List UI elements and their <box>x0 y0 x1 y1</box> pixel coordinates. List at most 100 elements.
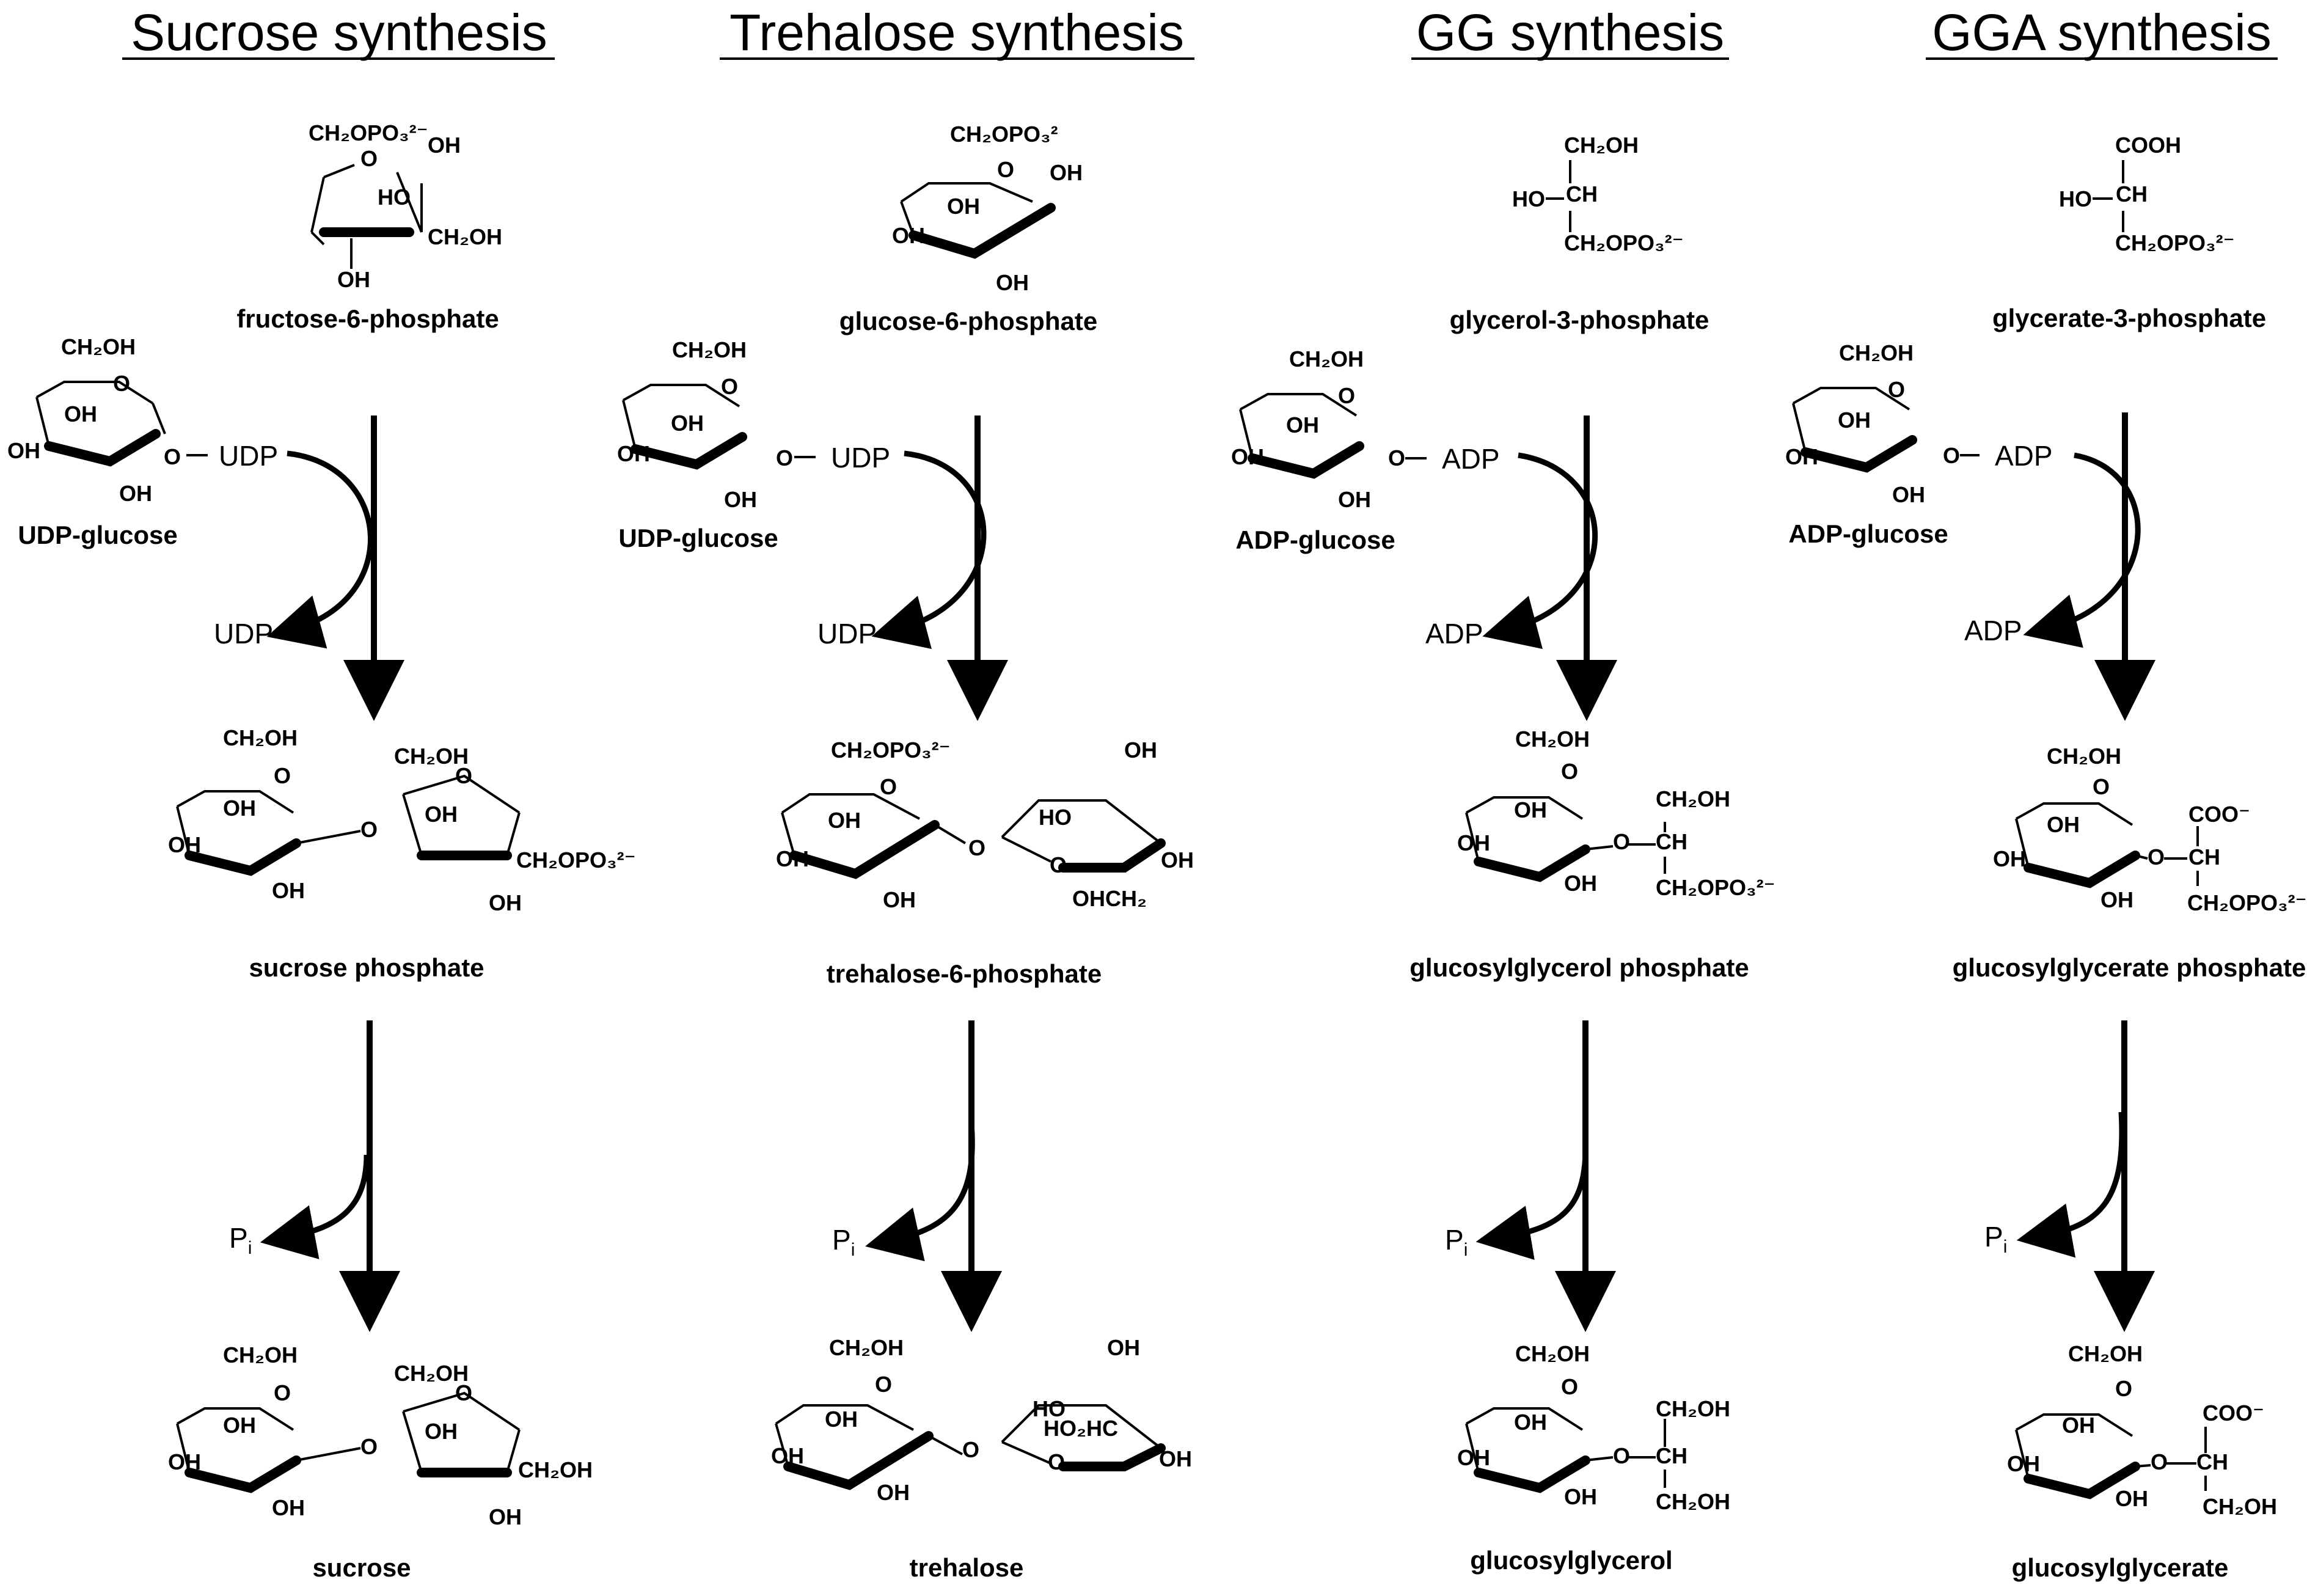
svg-text:CH₂OPO₃²⁻: CH₂OPO₃²⁻ <box>1564 230 1684 255</box>
svg-text:O: O <box>1613 1443 1630 1468</box>
svg-text:OH: OH <box>883 887 916 912</box>
intermediate-name: trehalose-6-phosphate <box>827 959 1102 988</box>
svg-text:OH: OH <box>428 133 461 158</box>
svg-text:OH: OH <box>1231 444 1264 469</box>
svg-text:OH: OH <box>2047 812 2080 837</box>
svg-text:HO: HO <box>1512 186 1545 211</box>
svg-text:OH: OH <box>724 487 757 512</box>
donor-name: UDP-glucose <box>18 521 177 549</box>
intermediate-name: glucosylglycerol phosphate <box>1409 953 1749 982</box>
svg-text:COO⁻: COO⁻ <box>2188 802 2250 827</box>
svg-text:OH: OH <box>7 438 40 463</box>
svg-text:O: O <box>875 1372 892 1397</box>
svg-text:OH: OH <box>996 270 1029 295</box>
column-gga: COOH HO CH CH₂OPO₃²⁻ glycerate-3-phospha… <box>1785 133 2307 1582</box>
svg-text:CH₂OH: CH₂OH <box>394 1361 469 1386</box>
udp-glucose-structure: CH₂OH O OH OH OH O UDP <box>7 334 278 506</box>
substrate-name: glucose-6-phosphate <box>839 307 1097 335</box>
svg-text:OH: OH <box>1785 444 1818 469</box>
product-name: glucosylglycerate <box>2012 1553 2229 1582</box>
svg-text:O: O <box>455 1380 472 1405</box>
svg-text:ADP: ADP <box>1995 440 2053 472</box>
svg-text:HO: HO <box>1039 805 1072 830</box>
svg-text:CH₂OH: CH₂OH <box>223 725 298 750</box>
release-curve-arrow <box>2016 1111 2125 1258</box>
title-gga: GGA synthesis <box>1932 4 2272 61</box>
svg-text:CH₂OPO₃²⁻: CH₂OPO₃²⁻ <box>1656 875 1775 900</box>
svg-text:OH: OH <box>1107 1335 1140 1360</box>
svg-text:O: O <box>880 774 897 799</box>
svg-text:CH₂OH: CH₂OH <box>829 1335 904 1360</box>
udp-glucose-structure: CH₂OH O OH OH OH O UDP <box>617 337 890 512</box>
svg-text:CH₂OH: CH₂OH <box>518 1457 593 1482</box>
svg-text:CH: CH <box>2196 1449 2228 1474</box>
svg-text:CH₂OH: CH₂OH <box>1289 346 1364 372</box>
svg-text:COO⁻: COO⁻ <box>2203 1400 2264 1426</box>
byproduct: ADP <box>1964 615 2022 646</box>
svg-text:OH: OH <box>272 878 305 903</box>
svg-text:CH₂OH: CH₂OH <box>428 224 502 249</box>
svg-text:OH: OH <box>489 1504 522 1529</box>
svg-text:O: O <box>1943 443 1960 468</box>
svg-text:O: O <box>1613 829 1630 854</box>
svg-text:OH: OH <box>1514 797 1547 822</box>
svg-text:OH: OH <box>168 832 201 857</box>
svg-text:OH: OH <box>119 481 152 506</box>
svg-text:OH: OH <box>1838 408 1871 433</box>
donor-curve-arrow <box>2023 452 2141 648</box>
release-curve-arrow <box>260 1154 370 1259</box>
svg-text:OH: OH <box>2115 1486 2148 1511</box>
svg-text:O: O <box>776 445 793 470</box>
svg-text:OH: OH <box>1457 830 1490 855</box>
substrate-name: fructose-6-phosphate <box>236 304 499 333</box>
glucose-6-phosphate-structure: CH₂OPO₃² O OH OH OH OH <box>892 122 1083 295</box>
release: Pi <box>832 1224 855 1260</box>
svg-text:O: O <box>1050 852 1067 877</box>
svg-text:CH₂OPO₃²⁻: CH₂OPO₃²⁻ <box>2187 890 2307 915</box>
glucosylglycerol-structure: CH₂OH O OH OH OH O CH CH₂OH CH₂OH <box>1457 1341 1730 1514</box>
svg-text:CH: CH <box>1566 181 1598 207</box>
donor-name: ADP-glucose <box>1788 519 1948 548</box>
svg-text:OH: OH <box>892 223 925 248</box>
svg-text:O: O <box>1048 1449 1065 1474</box>
release: Pi <box>1984 1221 2007 1257</box>
svg-text:CH₂OH: CH₂OH <box>2047 744 2121 769</box>
svg-text:O: O <box>1561 759 1578 784</box>
svg-text:CH₂OH: CH₂OH <box>1564 133 1639 158</box>
svg-text:CH₂OH: CH₂OH <box>1656 1396 1730 1421</box>
svg-text:OH: OH <box>1993 846 2026 871</box>
sucrose-phosphate-structure: CH₂OH O OH OH OH O CH₂OH O OH CH₂OPO₃²⁻ … <box>168 725 636 915</box>
product-name: sucrose <box>312 1553 411 1582</box>
svg-text:COOH: COOH <box>2115 133 2181 158</box>
sucrose-structure: CH₂OH O OH OH OH O CH₂OH O OH CH₂OH OH <box>168 1342 593 1529</box>
svg-text:OH: OH <box>425 802 458 827</box>
svg-text:O: O <box>1338 383 1355 408</box>
column-gg: CH₂OH HO CH CH₂OPO₃²⁻ glycerol-3-phospha… <box>1231 133 1775 1575</box>
svg-text:O: O <box>2148 844 2165 869</box>
svg-text:OH: OH <box>1159 1446 1192 1471</box>
svg-text:O: O <box>274 1380 291 1405</box>
adp-glucose-structure: CH₂OH O OH OH OH O ADP <box>1785 340 2053 507</box>
svg-text:OH: OH <box>1457 1445 1490 1470</box>
substrate-name: glycerol-3-phosphate <box>1450 306 1709 334</box>
svg-text:OH: OH <box>168 1449 201 1474</box>
byproduct: UDP <box>214 618 273 650</box>
glucosylglycerate-phosphate-structure: CH₂OH O OH OH OH O CH COO⁻ CH₂OPO₃²⁻ <box>1993 744 2307 915</box>
svg-text:HO: HO <box>2059 186 2092 211</box>
svg-text:OHCH₂: OHCH₂ <box>1072 886 1147 911</box>
svg-text:O: O <box>360 817 378 842</box>
glycerol-3-phosphate-structure: CH₂OH HO CH CH₂OPO₃²⁻ <box>1512 133 1684 255</box>
svg-text:HO: HO <box>378 185 411 210</box>
product-name: trehalose <box>910 1553 1024 1582</box>
svg-text:OH: OH <box>1050 160 1083 185</box>
svg-text:OH: OH <box>1286 412 1319 437</box>
svg-text:CH₂OH: CH₂OH <box>1656 786 1730 811</box>
svg-text:O: O <box>968 835 985 860</box>
substrate-name: glycerate-3-phosphate <box>1992 304 2266 332</box>
column-titles: Sucrose synthesis Trehalose synthesis GG… <box>122 4 2278 61</box>
svg-text:OH: OH <box>337 267 370 292</box>
donor-name: UDP-glucose <box>618 524 778 552</box>
svg-text:O: O <box>1888 377 1905 402</box>
svg-text:CH₂OH: CH₂OH <box>394 744 469 769</box>
